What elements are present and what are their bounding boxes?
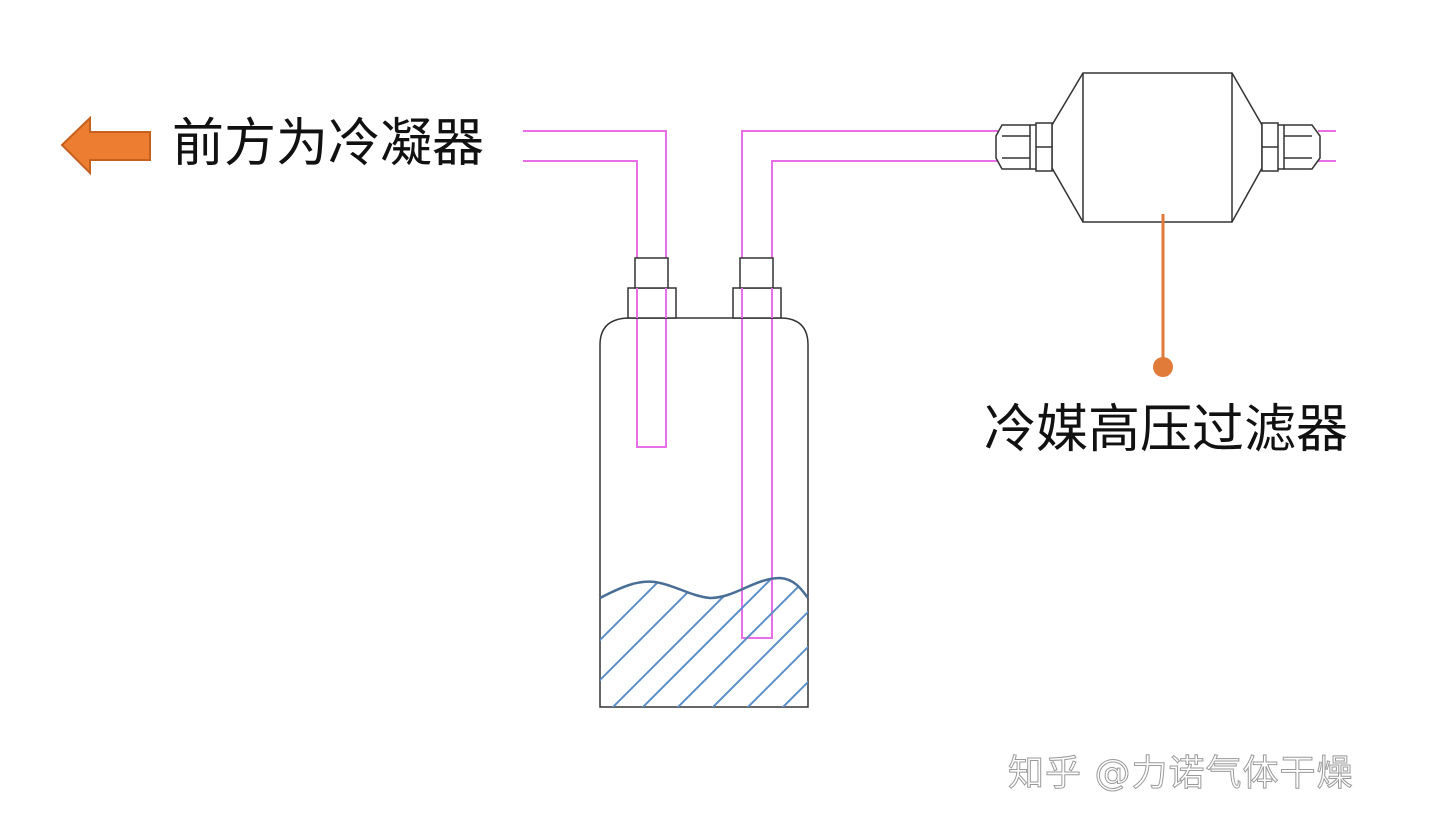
left-fitting bbox=[627, 257, 677, 319]
filter-label: 冷媒高压过滤器 bbox=[984, 400, 1349, 460]
liquid-surface bbox=[599, 576, 810, 600]
filter-drier bbox=[1051, 72, 1263, 223]
liquid-hatch bbox=[600, 578, 808, 707]
inlet-pipe bbox=[741, 130, 1336, 639]
filter-leader-dot bbox=[1153, 357, 1173, 377]
condenser-direction-label: 前方为冷凝器 bbox=[172, 114, 485, 174]
filter-left-nut bbox=[995, 122, 1053, 172]
left-arrow-icon bbox=[60, 115, 151, 176]
right-fitting bbox=[732, 257, 782, 319]
filter-right-nut bbox=[1261, 122, 1321, 172]
watermark: 知乎 @力诺气体干燥 bbox=[1007, 753, 1354, 795]
outlet-pipe bbox=[523, 130, 667, 448]
